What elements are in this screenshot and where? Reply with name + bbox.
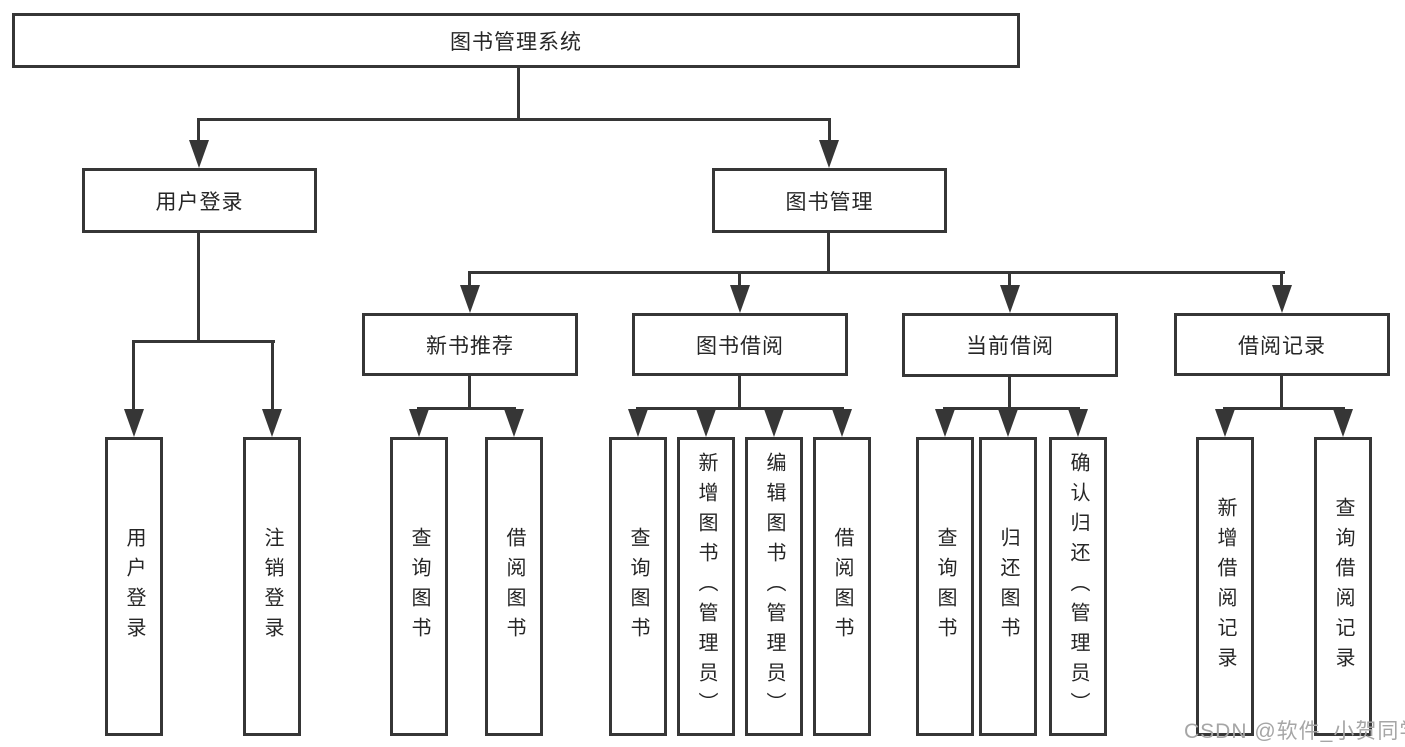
connector-stub	[1280, 271, 1283, 289]
connector-current-stem	[1008, 377, 1011, 409]
connector-stub	[738, 271, 741, 289]
leaf-add-borrow-record: 新增借阅记录	[1196, 437, 1254, 736]
leaf-query-books-borrow: 查询图书	[609, 437, 667, 736]
arrowhead-down-icon	[1272, 285, 1292, 313]
connector-stub	[468, 271, 471, 289]
arrowhead-down-icon	[696, 409, 716, 437]
arrowhead-down-icon	[764, 409, 784, 437]
arrowhead-down-icon	[504, 409, 524, 437]
leaf-query-books-newbook: 查询图书	[390, 437, 448, 736]
connector-newbook-stem	[468, 376, 471, 409]
node-new-book-recommend: 新书推荐	[362, 313, 578, 376]
arrowhead-down-icon	[935, 409, 955, 437]
arrowhead-down-icon	[730, 285, 750, 313]
connector-stub	[132, 340, 135, 413]
connector-stub	[1008, 271, 1011, 289]
arrowhead-down-icon	[832, 409, 852, 437]
connector-bookmgmt-rail	[468, 271, 1285, 274]
connector-current-rail	[943, 407, 1080, 410]
connector-root-rail	[198, 118, 831, 121]
node-borrow-records: 借阅记录	[1174, 313, 1390, 376]
arrowhead-down-icon	[1068, 409, 1088, 437]
connector-stub	[197, 118, 200, 144]
arrowhead-down-icon	[460, 285, 480, 313]
connector-borrow-stem	[738, 376, 741, 409]
leaf-query-borrow-record: 查询借阅记录	[1314, 437, 1372, 736]
leaf-confirm-return-admin: 确认归还（管理员）	[1049, 437, 1107, 736]
csdn-watermark: CSDN @软件_小贺同学	[1184, 720, 1405, 743]
connector-userlogin-stem	[197, 233, 200, 343]
arrowhead-down-icon	[262, 409, 282, 437]
node-user-login: 用户登录	[82, 168, 317, 233]
leaf-add-book-admin: 新增图书（管理员）	[677, 437, 735, 736]
arrowhead-down-icon	[1333, 409, 1353, 437]
arrowhead-down-icon	[819, 140, 839, 168]
connector-stub	[271, 340, 274, 413]
node-book-borrow: 图书借阅	[632, 313, 848, 376]
connector-bookmgmt-stem	[827, 233, 830, 273]
node-book-management: 图书管理	[712, 168, 947, 233]
arrowhead-down-icon	[124, 409, 144, 437]
node-current-borrow: 当前借阅	[902, 313, 1118, 377]
arrowhead-down-icon	[1000, 285, 1020, 313]
leaf-user-login: 用户登录	[105, 437, 163, 736]
node-root-library-system: 图书管理系统	[12, 13, 1020, 68]
leaf-return-book: 归还图书	[979, 437, 1037, 736]
arrowhead-down-icon	[998, 409, 1018, 437]
connector-userlogin-rail	[132, 340, 275, 343]
leaf-edit-book-admin: 编辑图书（管理员）	[745, 437, 803, 736]
connector-stub	[828, 118, 831, 144]
connector-borrow-rail	[636, 407, 844, 410]
arrowhead-down-icon	[1215, 409, 1235, 437]
arrowhead-down-icon	[409, 409, 429, 437]
leaf-borrow-books-newbook: 借阅图书	[485, 437, 543, 736]
arrowhead-down-icon	[628, 409, 648, 437]
leaf-query-books-current: 查询图书	[916, 437, 974, 736]
connector-root-stem	[517, 68, 520, 120]
leaf-borrow-books-borrow: 借阅图书	[813, 437, 871, 736]
connector-records-rail	[1223, 407, 1345, 410]
connector-newbook-rail	[417, 407, 516, 410]
arrowhead-down-icon	[189, 140, 209, 168]
leaf-logout: 注销登录	[243, 437, 301, 736]
connector-records-stem	[1280, 376, 1283, 409]
